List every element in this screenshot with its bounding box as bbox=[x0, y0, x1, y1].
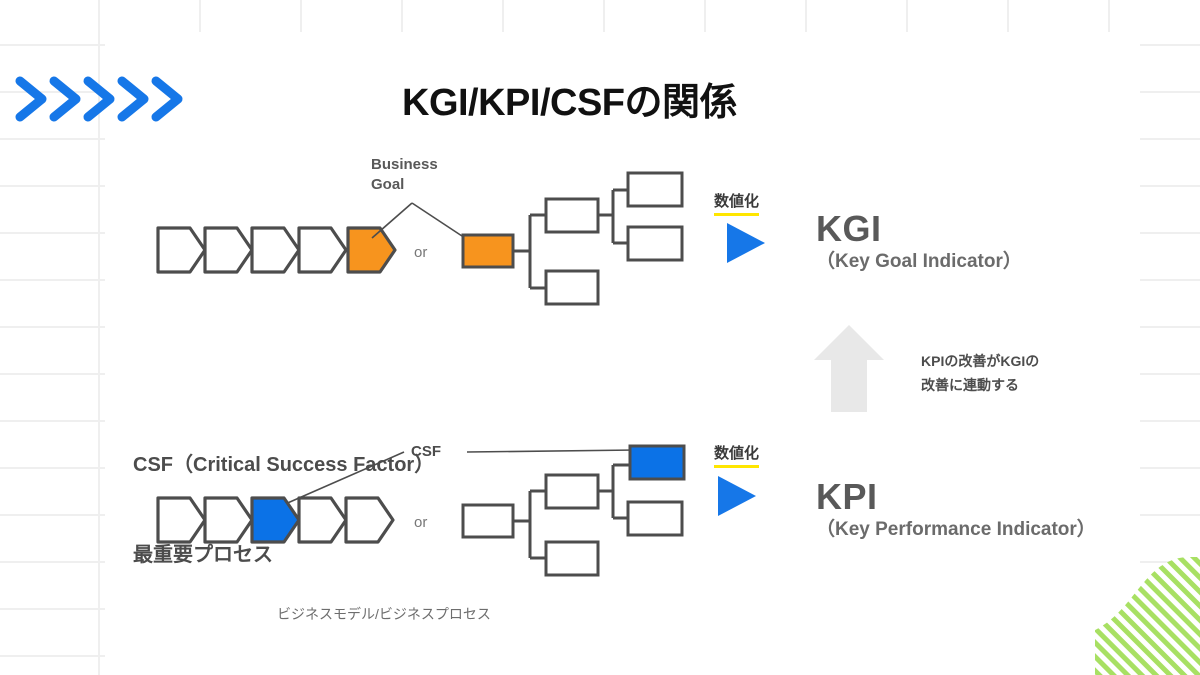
csf-title-line2: 最重要プロセス bbox=[133, 544, 273, 566]
kgi-numeric-tag: 数値化 bbox=[714, 190, 760, 216]
bottom-or-label: or bbox=[414, 514, 428, 531]
kgi-abbr: KGI bbox=[816, 208, 882, 249]
content-card bbox=[105, 32, 1140, 675]
business-goal-label: Business Goal bbox=[371, 156, 438, 193]
page-title: KGI/KPI/CSFの関係 bbox=[402, 82, 738, 124]
kgi-block: KGI （Key Goal Indicator） bbox=[816, 209, 1022, 275]
green-stripe-decoration-icon bbox=[1055, 547, 1200, 675]
linkage-note: KPIの改善がKGIの 改善に連動する bbox=[921, 353, 1040, 393]
kpi-block: KPI （Key Performance Indicator） bbox=[816, 477, 1096, 543]
kpi-numeric-tag: 数値化 bbox=[714, 442, 760, 468]
bottom-caption: ビジネスモデル/ビジネスプロセス bbox=[277, 606, 491, 622]
chevron-decoration-icon bbox=[14, 73, 204, 125]
kgi-full: （Key Goal Indicator） bbox=[816, 251, 1022, 272]
kpi-abbr: KPI bbox=[816, 476, 878, 517]
kpi-full: （Key Performance Indicator） bbox=[816, 519, 1096, 540]
csf-callout-label: CSF bbox=[411, 443, 441, 460]
csf-title-block: CSF（Critical Success Factor） 最重要プロセス bbox=[133, 390, 434, 630]
csf-title-line1: CSF（Critical Success Factor） bbox=[133, 454, 435, 476]
top-or-label: or bbox=[414, 244, 428, 261]
